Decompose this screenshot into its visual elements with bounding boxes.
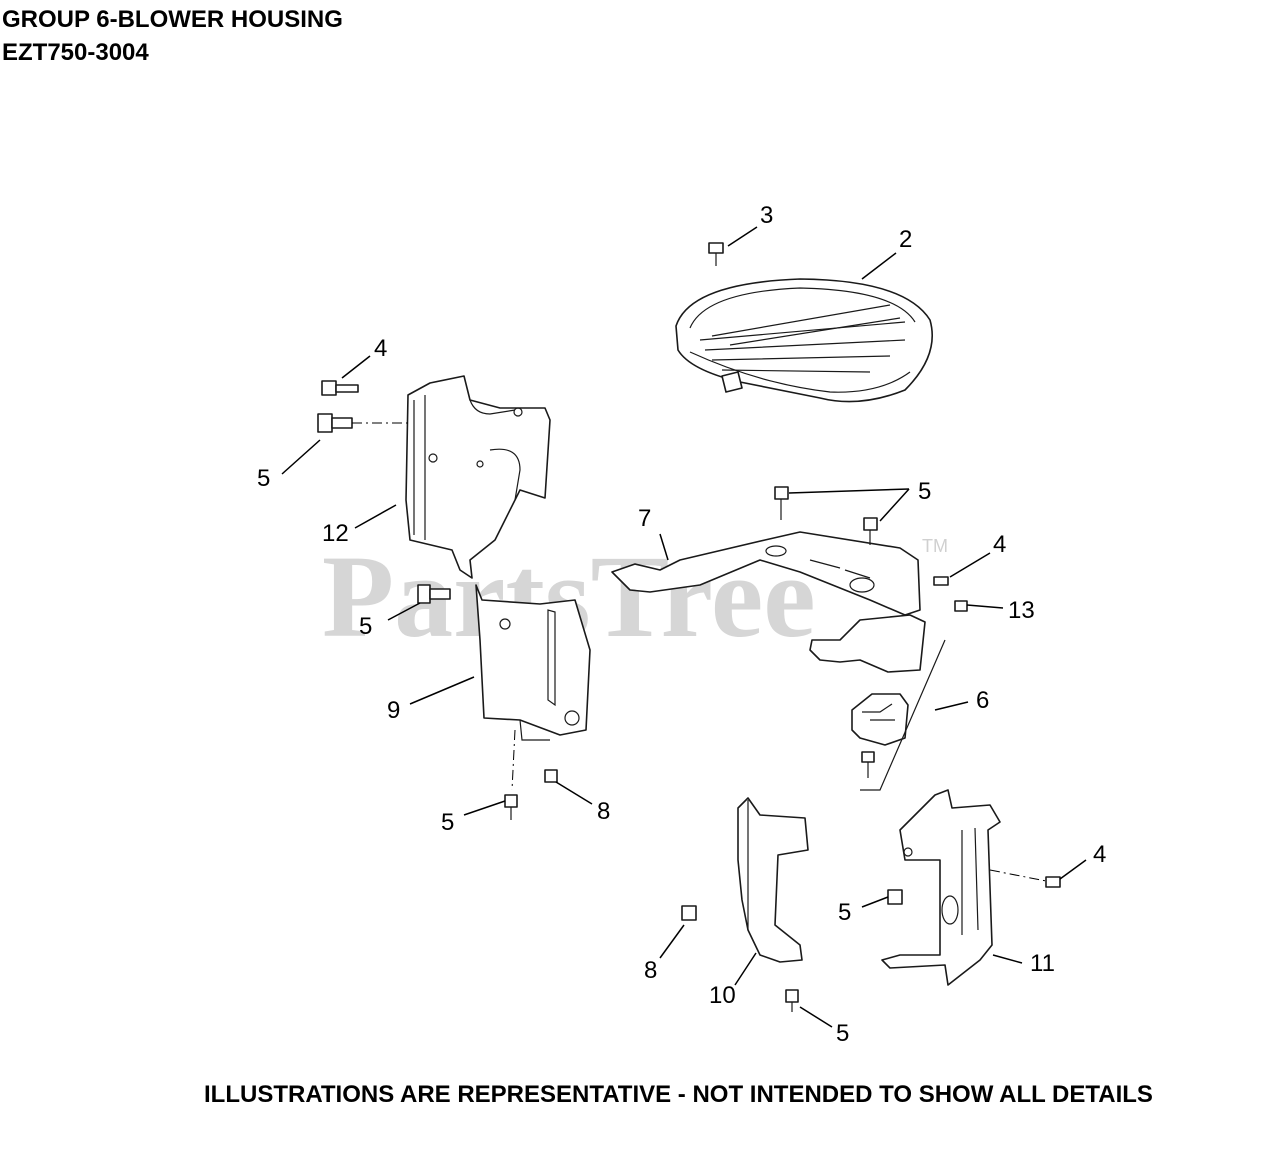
part-bolt-7-4 <box>933 576 949 586</box>
callout-label: 4 <box>1093 841 1106 868</box>
callout-label: 5 <box>838 899 851 926</box>
leader-lines <box>281 226 1087 1028</box>
part-bolt-10-5 <box>785 989 799 1012</box>
axis-line <box>511 729 516 791</box>
callout-label: 3 <box>760 202 773 229</box>
part-bolt-9-5 <box>417 584 451 604</box>
diagram-title: GROUP 6-BLOWER HOUSING <box>2 6 343 33</box>
part-nut-9-8 <box>544 769 558 783</box>
callout-label: 9 <box>387 697 400 724</box>
part-mount-6 <box>851 693 909 778</box>
callout-label: 8 <box>644 957 657 984</box>
part-shroud-11 <box>881 789 1001 986</box>
part-shroud-12 <box>405 375 551 579</box>
part-screw-3 <box>708 242 724 266</box>
callout-label: 5 <box>359 613 372 640</box>
callout-label: 4 <box>374 335 387 362</box>
callout-label: 7 <box>638 505 651 532</box>
callout-label: 5 <box>441 809 454 836</box>
callout-label: 10 <box>709 982 736 1009</box>
callout-label: 8 <box>597 798 610 825</box>
callout-label: 11 <box>1030 950 1055 977</box>
callout-label: 2 <box>899 226 912 253</box>
part-bolt-11-4 <box>1045 876 1061 888</box>
part-bolt-left-4 <box>321 380 359 396</box>
callout-label: 4 <box>993 531 1006 558</box>
part-shroud-10 <box>737 797 809 963</box>
part-bolt-11-5 <box>887 889 903 905</box>
callout-label: 13 <box>1008 597 1035 624</box>
part-screw-13 <box>954 600 968 612</box>
callout-label: 12 <box>322 520 349 547</box>
part-bolt-7-5b <box>863 517 878 545</box>
part-bolt-9-5b <box>504 794 518 820</box>
part-bolt-left-5a <box>317 413 353 433</box>
part-bolt-7-5a <box>774 486 789 520</box>
part-nut-10-8 <box>681 905 697 921</box>
callout-label: 6 <box>976 687 989 714</box>
bracket-line <box>860 639 946 791</box>
callout-label: 5 <box>257 465 270 492</box>
part-shroud-9 <box>475 584 591 741</box>
disclaimer-footer: ILLUSTRATIONS ARE REPRESENTATIVE - NOT I… <box>204 1081 1153 1108</box>
callout-label: 5 <box>836 1020 849 1047</box>
model-number: EZT750-3004 <box>2 39 149 66</box>
part-bracket-7 <box>611 531 926 673</box>
callout-label: 5 <box>918 478 931 505</box>
watermark-trademark: TM <box>922 536 948 556</box>
axis-line <box>989 869 1047 882</box>
part-blower-grille <box>675 278 933 403</box>
